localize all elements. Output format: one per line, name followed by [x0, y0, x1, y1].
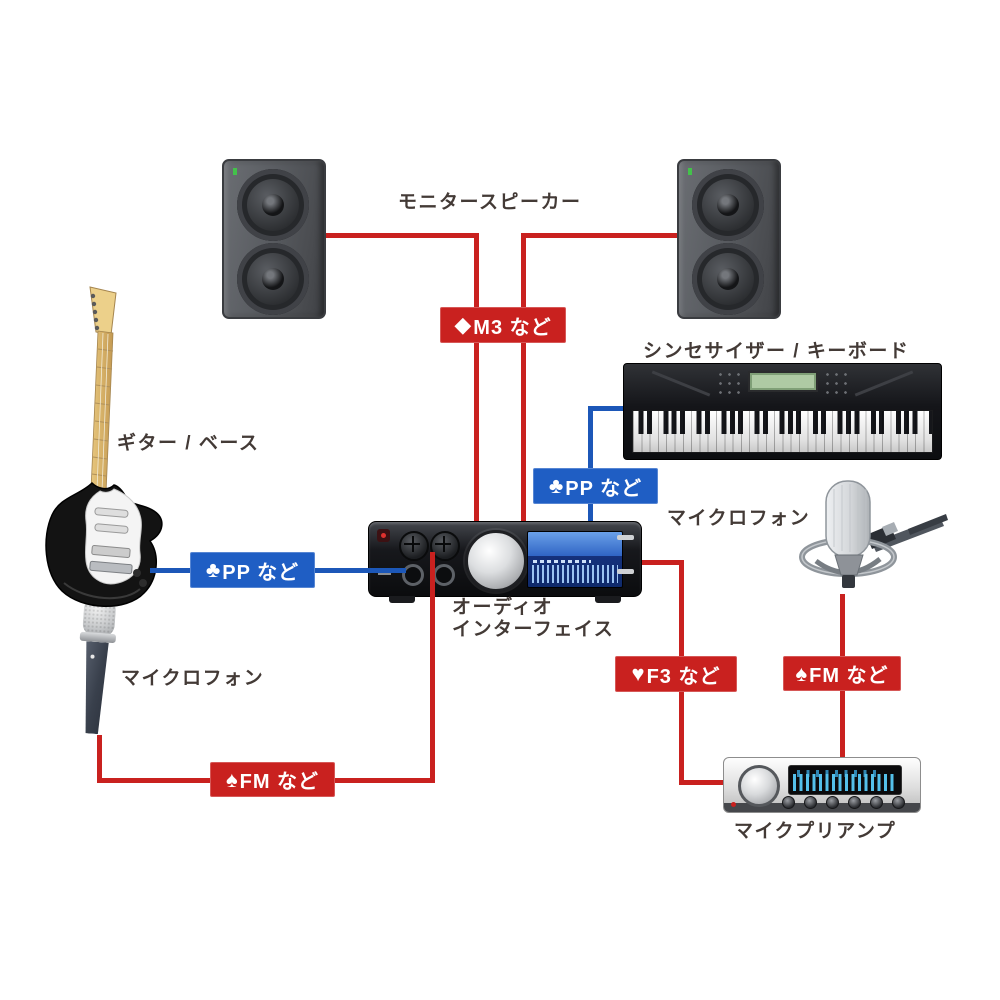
- monitor-speaker-right: [677, 159, 781, 319]
- handheld-microphone: [73, 595, 127, 741]
- cable-keyboard-vertical: [588, 406, 593, 526]
- badge-fm-cable-condenser: ♠ FM など: [783, 656, 901, 691]
- label-audio-interface: オーディオ インターフェイス: [452, 597, 614, 641]
- cable-keyboard-horizontal: [588, 406, 628, 411]
- cable-speaker-left-horizontal: [318, 233, 478, 238]
- black-keys: [633, 411, 932, 434]
- label-audio-interface-line2: インターフェイス: [452, 619, 615, 640]
- club-suit-icon: ♣: [205, 557, 222, 582]
- badge-text: F3 など: [646, 665, 721, 688]
- spade-suit-icon: ♠: [795, 660, 809, 686]
- badge-text: M3 など: [473, 316, 552, 339]
- input-jack-1: [402, 564, 424, 586]
- preamp-display: [788, 765, 902, 795]
- badge-text: FM など: [809, 665, 889, 687]
- keyboard-panel-trim: [651, 370, 711, 397]
- heart-suit-icon: ♥: [631, 661, 646, 686]
- preamp-power-led: [731, 802, 736, 807]
- interface-foot: [595, 596, 621, 603]
- badge-text: FM など: [239, 771, 320, 793]
- badge-pp-cable-guitar: ♣ PP など: [190, 552, 315, 588]
- power-led: [233, 168, 237, 175]
- badge-text: PP など: [222, 561, 300, 584]
- label-synthesizer: シンセサイザー / キーボード: [643, 341, 910, 362]
- display-readout: [533, 560, 591, 563]
- label-guitar: ギター / ベース: [117, 433, 260, 454]
- input-label-mark: [378, 571, 391, 575]
- badge-text: PP など: [565, 477, 643, 500]
- badge-pp-cable-keyboard: ♣ PP など: [533, 468, 658, 504]
- keyboard-buttons: [716, 370, 742, 396]
- mic-preamp: [723, 757, 921, 813]
- speaker-driver-icon: [237, 169, 309, 241]
- spectrum-bars: [793, 774, 897, 791]
- synthesizer-keyboard: [623, 363, 942, 460]
- monitor-speaker-left: [222, 159, 326, 319]
- gain-knob-2: [430, 531, 460, 561]
- diamond-suit-icon: ◆: [454, 312, 473, 337]
- input-jack-2: [433, 564, 455, 586]
- cable-speaker-right-vertical: [521, 233, 526, 525]
- cable-preamp-horizontal-top: [638, 560, 684, 565]
- usb-port: [617, 569, 634, 574]
- cable-speaker-left-vertical: [474, 233, 479, 525]
- mic-ring: [79, 631, 117, 644]
- label-audio-interface-line1: オーディオ: [452, 597, 554, 618]
- interface-foot: [389, 596, 415, 603]
- speaker-driver-icon: [692, 169, 764, 241]
- interface-display: [527, 531, 623, 588]
- usb-port: [617, 535, 634, 540]
- preamp-base-strip: [724, 803, 920, 812]
- label-microphone-left: マイクロフォン: [121, 668, 265, 689]
- preamp-knob: [738, 765, 780, 807]
- label-mic-preamp: マイクプリアンプ: [734, 821, 897, 842]
- speaker-driver-icon: [237, 243, 309, 315]
- spectrum-bars-upper: [797, 770, 881, 777]
- condenser-microphone: [799, 480, 948, 588]
- volume-knob: [465, 530, 527, 592]
- cable-handmic-to-interface: [430, 552, 435, 783]
- label-monitor-speakers: モニタースピーカー: [398, 192, 582, 213]
- speaker-driver-icon: [692, 243, 764, 315]
- electric-guitar: [45, 286, 163, 607]
- audio-interface: [368, 521, 642, 603]
- keyboard-panel-trim: [854, 370, 914, 397]
- keyboard-keybed: [632, 410, 933, 453]
- spade-suit-icon: ♠: [225, 766, 239, 792]
- badge-m3-cable: ◆ M3 など: [440, 307, 566, 343]
- cable-preamp-horizontal-bottom: [679, 780, 727, 785]
- power-led: [688, 168, 692, 175]
- badge-f3-cable-preamp: ♥ F3 など: [615, 656, 737, 692]
- keyboard-buttons: [823, 370, 849, 396]
- white-key-seams: [633, 411, 932, 452]
- level-meter-bars: [532, 565, 618, 583]
- preamp-mini-knobs: [782, 796, 905, 809]
- cable-handmic-vertical: [97, 735, 102, 783]
- club-suit-icon: ♣: [548, 473, 565, 498]
- keyboard-lcd-display: [747, 371, 818, 392]
- label-microphone-right: マイクロフォン: [667, 508, 811, 529]
- cable-speaker-right-horizontal: [521, 233, 681, 238]
- badge-fm-cable-mic: ♠ FM など: [210, 762, 335, 797]
- gain-knob-1: [399, 531, 429, 561]
- power-button-icon: [377, 529, 390, 542]
